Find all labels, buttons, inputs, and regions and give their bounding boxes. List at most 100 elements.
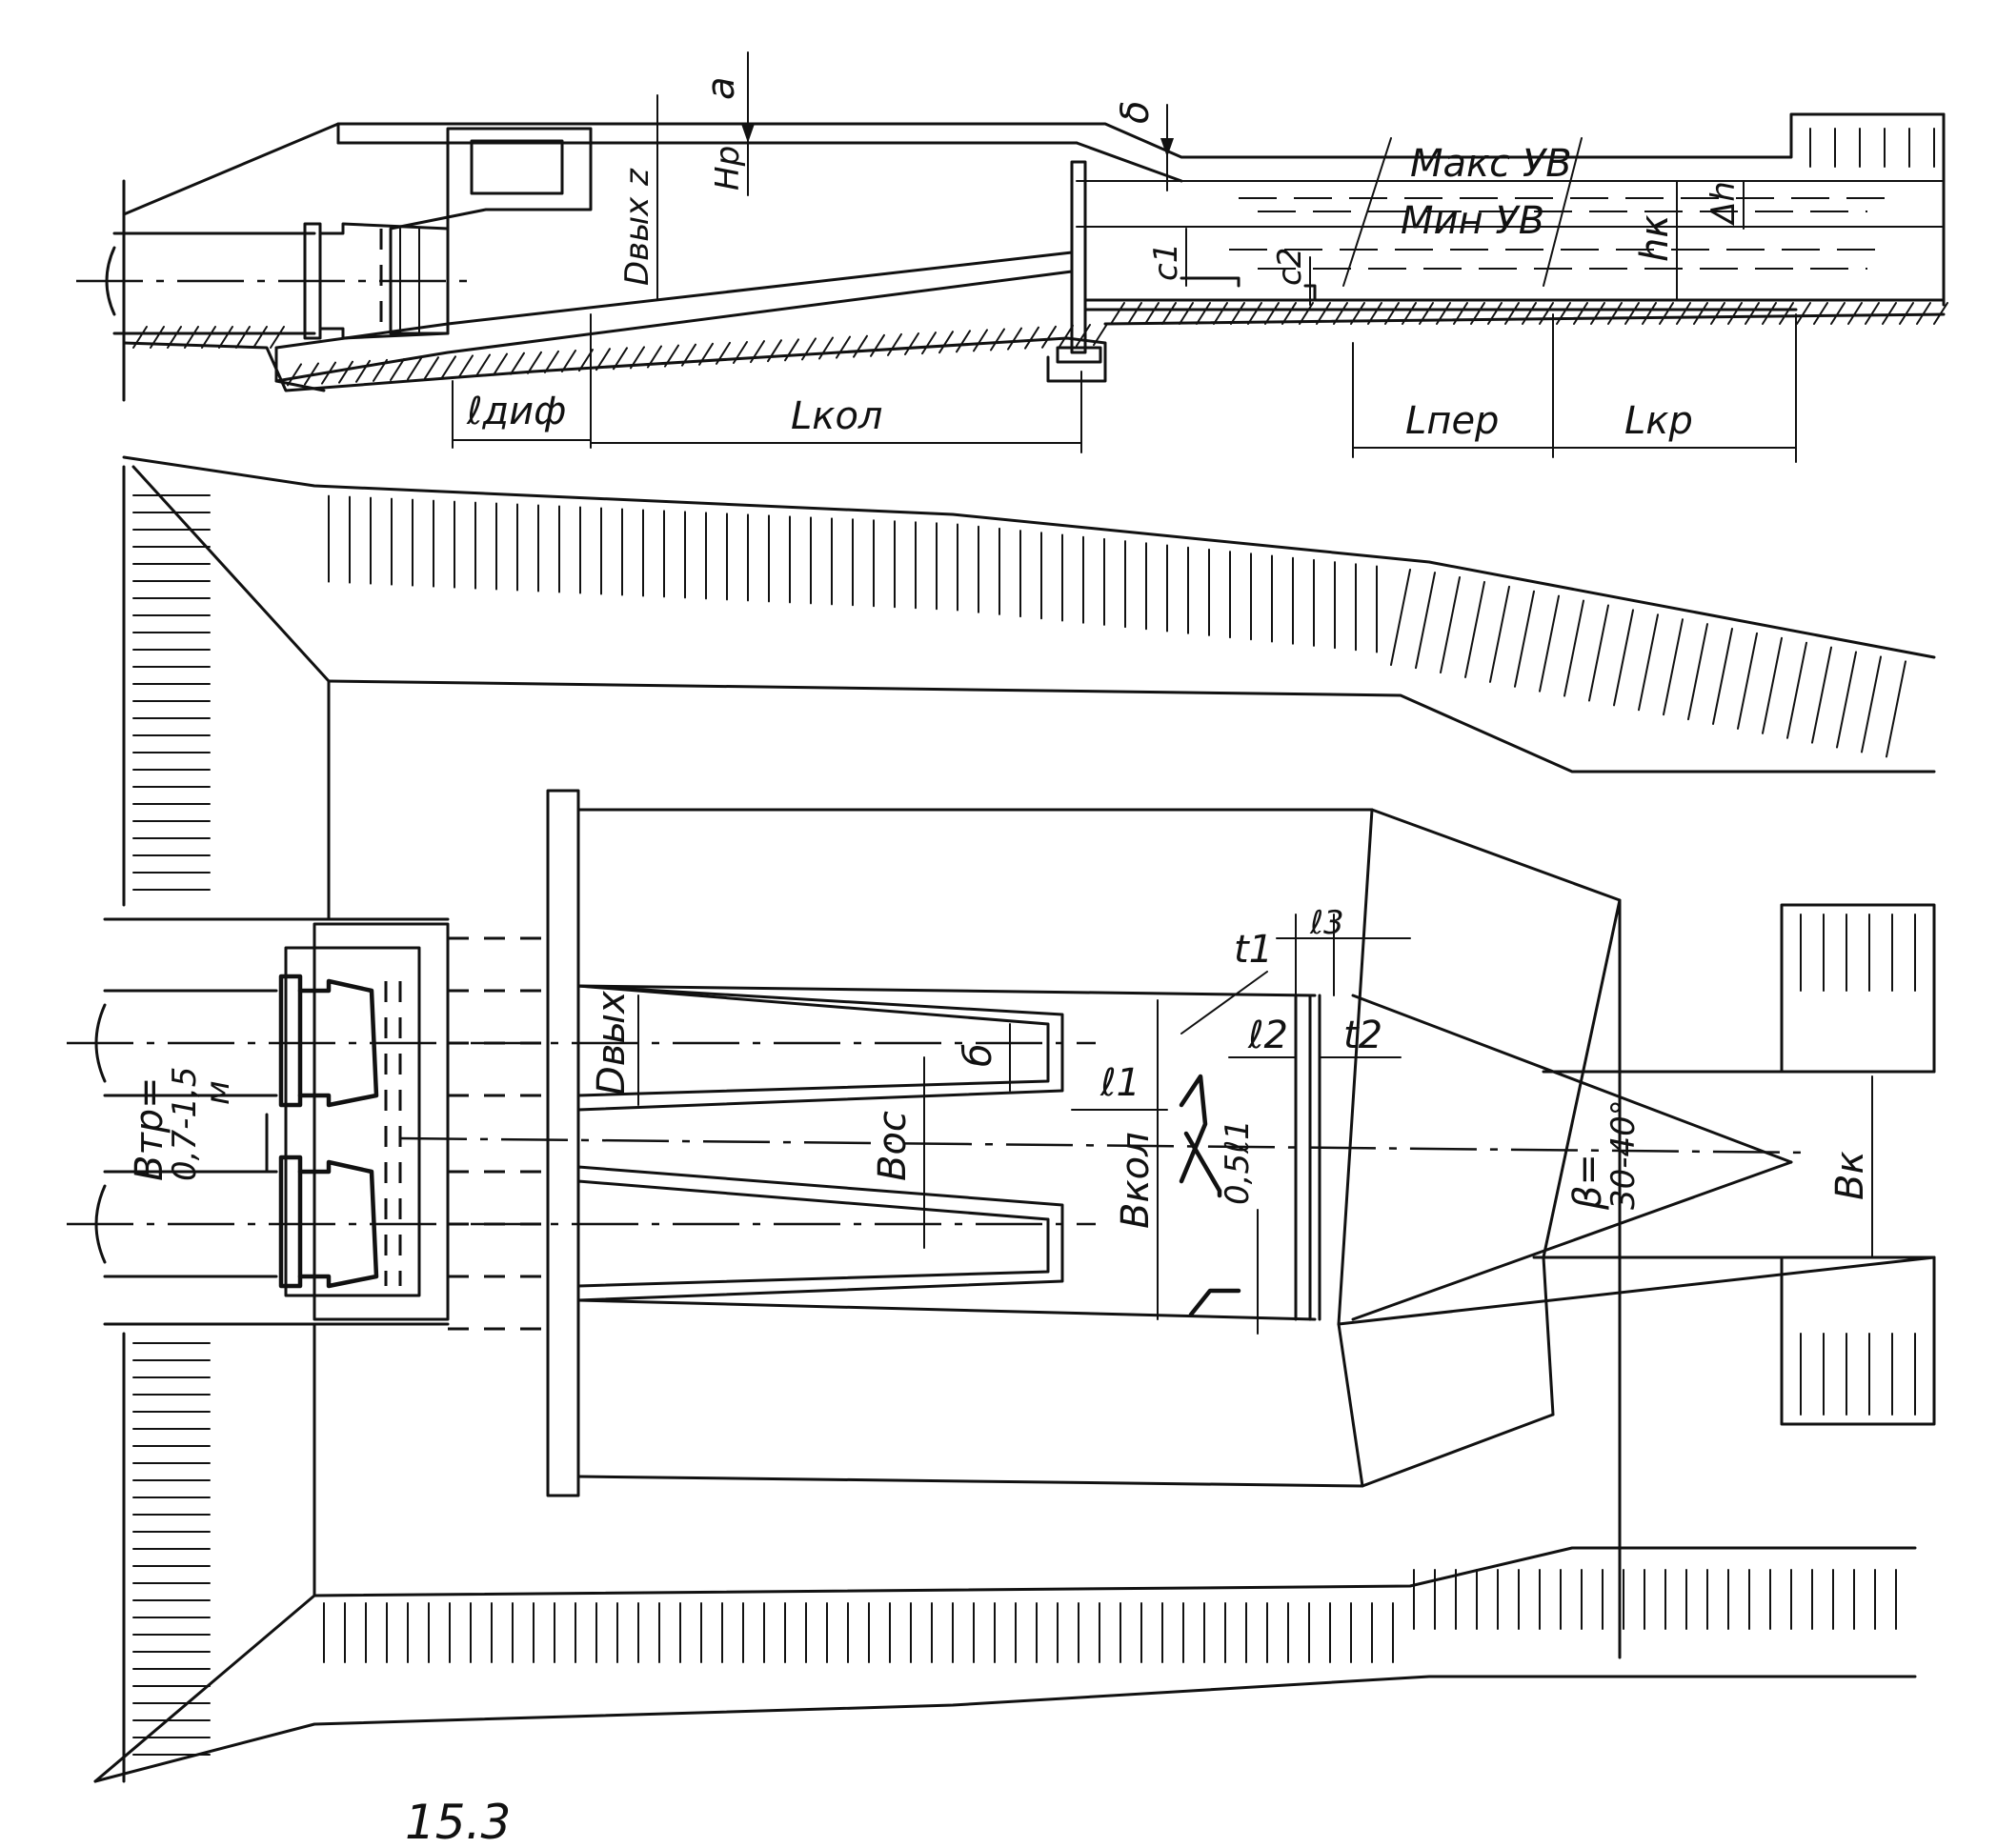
ground-hatch-stroke xyxy=(1847,302,1863,325)
label-plan-l1: ℓ1 xyxy=(1099,1061,1140,1105)
ground-hatch-stroke xyxy=(1504,302,1520,325)
ground-hatch-stroke xyxy=(664,344,679,368)
ground-hatch-stroke xyxy=(1419,302,1434,325)
label-plan-b-os: Bос xyxy=(871,1111,915,1181)
ground-hatch-stroke xyxy=(647,345,662,369)
ground-hatch-stroke xyxy=(527,351,542,374)
ground-hatch-stroke xyxy=(1299,302,1314,325)
ground-hatch-stroke xyxy=(1436,302,1451,325)
ground-hatch-stroke xyxy=(1487,302,1503,325)
ground-hatch-stroke xyxy=(167,326,182,349)
ground-hatch-stroke xyxy=(132,326,148,349)
ground-hatch-stroke xyxy=(870,333,885,357)
ground-hatch-stroke xyxy=(1179,302,1194,325)
chamber-outline-lower xyxy=(576,1475,1364,1488)
bank-tick xyxy=(1861,655,1882,753)
right-bank-hatching xyxy=(1809,128,1935,168)
plan-upper-bank-inner xyxy=(327,679,1936,773)
ground-hatch-stroke xyxy=(1573,302,1588,325)
ground-hatch-stroke xyxy=(184,326,199,349)
chamber-transition-1 xyxy=(1337,808,1374,1326)
ground-hatch-stroke xyxy=(595,348,611,372)
label-hk: hк xyxy=(1633,214,1677,262)
ground-hatch-stroke xyxy=(1539,302,1554,325)
pipe1-diffuser xyxy=(297,978,379,1108)
label-b-tr-unit: м xyxy=(199,1080,237,1105)
dim-delta-arrow xyxy=(1160,138,1174,157)
ground-hatch-stroke xyxy=(1745,302,1760,325)
beta-wedge-lower xyxy=(1351,1160,1793,1321)
headwall-plan xyxy=(313,922,450,1321)
ground-hatch-stroke xyxy=(304,362,319,386)
ground-hatch-stroke xyxy=(373,358,388,382)
ground-hatch-stroke xyxy=(1710,302,1725,325)
label-c1: c1 xyxy=(1147,243,1185,281)
plan-upper-bank-top xyxy=(122,455,1936,659)
ground-hatching xyxy=(132,302,1948,387)
ground-hatch-stroke xyxy=(750,340,765,364)
ground-hatch-stroke xyxy=(424,356,439,380)
ground-hatch-stroke xyxy=(973,329,988,352)
ground-hatch-stroke xyxy=(1093,323,1108,347)
baffle-top-return xyxy=(1183,1131,1222,1198)
ground-hatch-stroke xyxy=(1796,302,1811,325)
ground-hatch-stroke xyxy=(338,360,353,384)
label-plan-t2: t2 xyxy=(1343,1014,1382,1057)
label-hr: Hр xyxy=(709,146,747,191)
ground-line xyxy=(122,336,1107,392)
ground-hatch-stroke xyxy=(510,352,525,375)
label-c2: c2 xyxy=(1271,248,1309,286)
bank-tick xyxy=(1588,604,1609,702)
bank-tick xyxy=(1514,590,1535,688)
ground-hatch-stroke xyxy=(1024,326,1039,350)
chamber-lower-flare xyxy=(1361,1413,1555,1488)
outlet-bank-hatching xyxy=(1800,914,1916,1416)
ground-hatch-stroke xyxy=(836,335,851,359)
label-plan-l3: ℓ3 xyxy=(1309,904,1344,942)
label-plan-d-vykh: Dвых xyxy=(590,991,634,1095)
label-l-kr: Lкр xyxy=(1624,399,1693,443)
ground-hatch-stroke xyxy=(1676,302,1691,325)
collector-channel-1-inner xyxy=(576,984,1050,1097)
ground-hatch-stroke xyxy=(887,332,902,356)
label-plan-b-kol: Bкол xyxy=(1114,1132,1158,1229)
ground-hatch-stroke xyxy=(1659,302,1674,325)
ground-hatch-stroke xyxy=(1916,302,1931,325)
ground-hatch-stroke xyxy=(218,326,233,349)
bank-tick xyxy=(1687,623,1708,721)
collector-floor-end xyxy=(274,346,326,392)
ground-hatch-stroke xyxy=(321,361,336,385)
pipe2-diffuser xyxy=(297,1159,379,1289)
ground-hatch-stroke xyxy=(1264,302,1280,325)
ground-hatch-stroke xyxy=(1041,325,1057,349)
ground-hatch-stroke xyxy=(1899,302,1914,325)
ground-hatch-stroke xyxy=(1813,302,1828,325)
ground-hatch-stroke xyxy=(613,347,628,371)
chamber-transition-4 xyxy=(1542,1255,1555,1416)
ground-hatch-stroke xyxy=(784,338,799,362)
end-wall-footing xyxy=(1056,346,1102,364)
sill-c2 xyxy=(1303,284,1317,302)
ground-hatch-stroke xyxy=(904,332,919,355)
label-plan-b-k: Bк xyxy=(1828,1151,1872,1200)
ground-hatch-stroke xyxy=(561,350,576,372)
ground-hatch-stroke xyxy=(475,353,491,377)
pipe2-flange xyxy=(278,1155,303,1289)
chamber-outline-upper xyxy=(576,808,1622,1659)
label-plan-t1: t1 xyxy=(1234,928,1273,972)
ground-hatch-stroke xyxy=(990,328,1005,352)
label-a: a xyxy=(699,76,743,100)
sill-c1 xyxy=(1180,276,1241,288)
label-max-water: Макс УВ xyxy=(1410,142,1572,186)
label-min-water: Мин УВ xyxy=(1401,199,1544,243)
ground-hatch-stroke xyxy=(493,352,508,376)
chamber-transition-3 xyxy=(1542,898,1622,1259)
structure-axis xyxy=(399,1136,1811,1155)
bank-tick xyxy=(1613,609,1634,707)
ground-hatch-stroke xyxy=(1144,302,1160,325)
ground-hatch-stroke xyxy=(1830,302,1846,325)
ground-hatch-stroke xyxy=(287,363,302,387)
ground-hatch-stroke xyxy=(818,336,834,360)
bank-tick xyxy=(1563,599,1584,697)
